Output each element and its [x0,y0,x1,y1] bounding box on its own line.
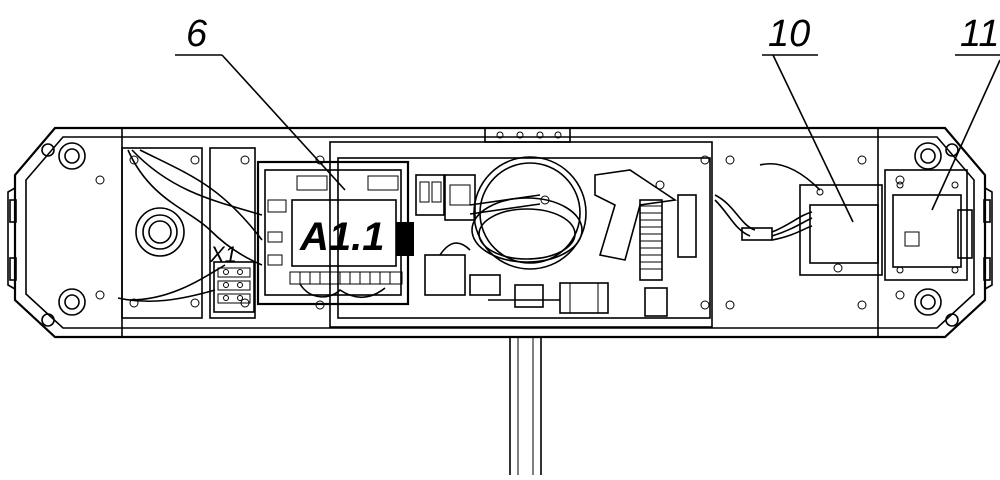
callout-11: 11 [960,13,999,55]
blower-fan [444,156,587,270]
flap-mechanism [594,169,697,281]
module-10 [799,184,883,276]
corner-bosses [41,142,959,327]
connector-label: X1 [209,242,237,267]
module-11 [884,169,973,281]
mounting-pole [509,337,542,475]
callout-6: 6 [186,13,208,55]
callout-10: 10 [768,13,810,55]
center-bay [315,141,713,328]
board-bottom-terminals [289,271,403,285]
control-board-a1-1 [256,160,414,306]
board-label: A1.1 [299,215,385,259]
right-cable-bundle [714,155,867,310]
left-bay [117,147,263,319]
callout-leaders [175,54,1000,223]
housing [7,126,993,339]
terminal-block-x1 [213,261,255,313]
